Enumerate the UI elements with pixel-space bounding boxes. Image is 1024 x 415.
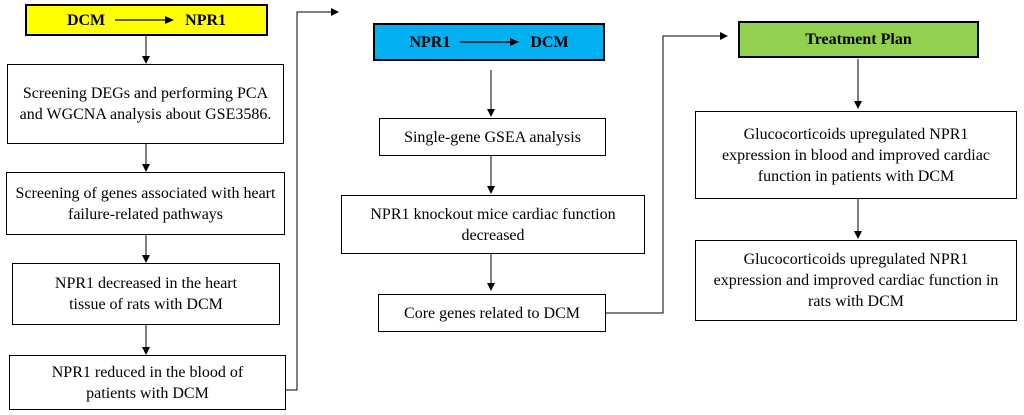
header-treatment-plan: Treatment Plan — [738, 21, 979, 58]
c1-step-2: Screening of genes associated with heart… — [6, 172, 285, 235]
c2-step-2: NPR1 knockout mice cardiac function decr… — [341, 195, 645, 254]
header2-from: NPR1 — [409, 33, 451, 51]
header-dcm-to-npr1: DCM NPR1 — [25, 4, 268, 36]
c3-step-1-text: Glucocorticoids upregulated NPR1 express… — [722, 125, 990, 185]
c3-step-1: Glucocorticoids upregulated NPR1 express… — [695, 111, 1017, 199]
right-arrow-icon — [460, 38, 520, 46]
c1-step-4-text: NPR1 reduced in the blood of patients wi… — [51, 363, 244, 402]
c2-step-3-text: Core genes related to DCM — [404, 304, 580, 322]
arrow-c1-to-c2 — [286, 8, 339, 391]
header1-from: DCM — [66, 11, 106, 29]
c2-step-3: Core genes related to DCM — [378, 294, 606, 332]
c1-step-1-text: Screening DEGs and performing PCA and WG… — [19, 85, 272, 123]
c2-step-2-text: NPR1 knockout mice cardiac function decr… — [370, 205, 616, 244]
c2-step-1-text: Single-gene GSEA analysis — [404, 128, 581, 146]
c1-step-3-text: NPR1 decreased in the heart tissue of ra… — [54, 275, 238, 313]
header1-to: NPR1 — [185, 11, 227, 29]
right-arrow-icon — [115, 16, 175, 24]
header3-label: Treatment Plan — [805, 31, 912, 48]
header-npr1-to-dcm: NPR1 DCM — [373, 23, 605, 61]
c3-step-2: Glucocorticoids upregulated NPR1 express… — [695, 240, 1017, 321]
c1-step-3: NPR1 decreased in the heart tissue of ra… — [12, 263, 280, 325]
c1-step-4: NPR1 reduced in the blood of patients wi… — [9, 355, 286, 410]
header2-to: DCM — [530, 33, 569, 51]
c1-step-2-text: Screening of genes associated with heart… — [15, 184, 276, 223]
c2-step-1: Single-gene GSEA analysis — [379, 118, 606, 156]
c3-step-2-text: Glucocorticoids upregulated NPR1 express… — [713, 251, 999, 310]
c1-step-1: Screening DEGs and performing PCA and WG… — [7, 64, 284, 144]
